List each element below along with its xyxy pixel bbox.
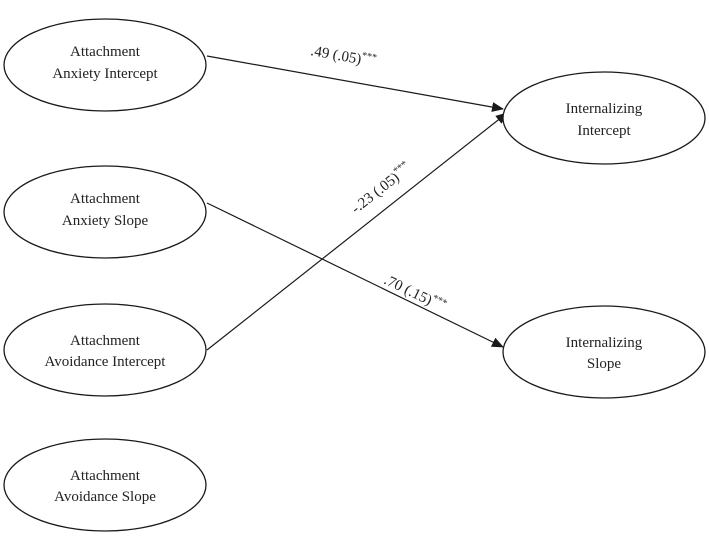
node-label-line2: Slope [587,356,622,372]
node-attachment-anxiety-intercept: Attachment Anxiety Intercept [3,18,207,112]
node-label-line1: Attachment [70,191,141,207]
node-label-line2: Avoidance Slope [54,489,156,505]
node-internalizing-intercept: Internalizing Intercept [502,71,706,165]
node-label-line1: Attachment [70,44,141,60]
node-label-line2: Anxiety Slope [62,213,149,229]
edge-label-avoidance-intercept: -.23 (.05)*** [347,159,414,217]
node-internalizing-slope: Internalizing Slope [502,305,706,399]
node-label-line1: Internalizing [566,335,643,351]
node-ellipse [3,438,207,532]
node-label-line2: Intercept [577,123,631,139]
edge-anxiety-intercept-to-internalizing-intercept [206,55,504,112]
edge-labels: .49 (.05)*** -.23 (.05)*** .70 (.15)*** [309,41,448,309]
node-ellipse [3,165,207,259]
significance-stars: *** [430,293,448,309]
node-label-line1: Attachment [70,333,141,349]
edge-avoidance-intercept-to-internalizing-intercept [206,112,508,351]
node-attachment-avoidance-intercept: Attachment Avoidance Intercept [3,303,207,397]
edge-anxiety-slope-to-internalizing-slope [206,202,504,348]
significance-stars: *** [361,50,378,63]
node-attachment-avoidance-slope: Attachment Avoidance Slope [3,438,207,532]
estimate-text: .70 (.15) [381,272,434,309]
node-ellipse [502,305,706,399]
node-ellipse [3,303,207,397]
node-label-line1: Internalizing [566,101,643,117]
estimate-text: .49 (.05) [309,43,362,68]
node-label-line2: Avoidance Intercept [45,354,167,370]
node-label-line1: Attachment [70,468,141,484]
edges [206,55,508,351]
node-label-line2: Anxiety Intercept [52,66,158,82]
estimate-text: -.23 (.05) [349,170,403,217]
edge-label-anxiety-intercept: .49 (.05)*** [309,41,377,70]
node-ellipse [502,71,706,165]
node-attachment-anxiety-slope: Attachment Anxiety Slope [3,165,207,259]
node-ellipse [3,18,207,112]
